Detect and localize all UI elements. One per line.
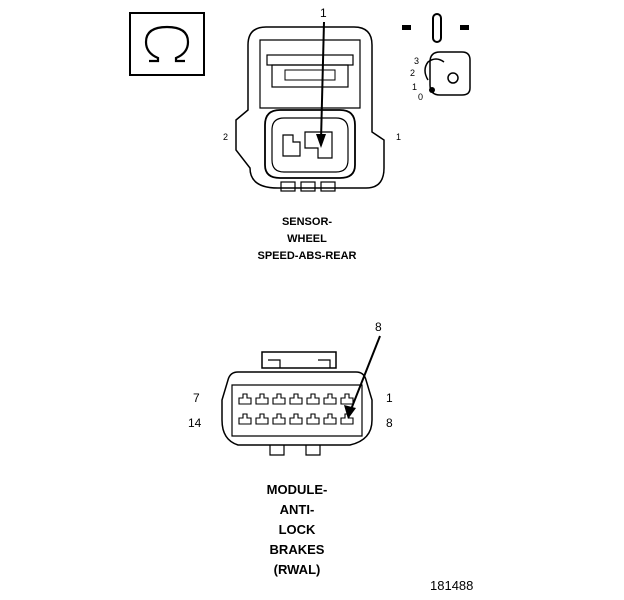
module-caption-line-2: ANTI- bbox=[279, 502, 315, 517]
ohm-icon bbox=[129, 12, 205, 76]
key-position-2: 2 bbox=[410, 68, 416, 78]
module-caption-line-3: LOCK bbox=[278, 522, 316, 537]
sensor-connector bbox=[235, 26, 385, 192]
key-position-0: 0 bbox=[418, 92, 424, 102]
module-pin-14-number: 14 bbox=[188, 416, 202, 430]
sensor-callout-leader bbox=[316, 21, 326, 148]
ignition-key-icon bbox=[402, 13, 471, 96]
module-callout-number: 8 bbox=[375, 320, 382, 334]
sensor-callout-number: 1 bbox=[320, 6, 327, 20]
module-caption-line-1: MODULE- bbox=[266, 482, 328, 497]
sensor-pin-left-number: 2 bbox=[223, 132, 229, 142]
module-pin-1-number: 1 bbox=[386, 391, 393, 405]
module-pin-8-number: 8 bbox=[386, 416, 393, 430]
module-caption-line-4: BRAKES bbox=[269, 542, 325, 557]
key-position-1: 1 bbox=[412, 82, 418, 92]
sensor-caption-line-3: SPEED-ABS-REAR bbox=[257, 250, 357, 262]
figure-number: 181488 bbox=[430, 578, 474, 593]
sensor-caption-line-1: SENSOR- bbox=[281, 216, 333, 228]
module-callout-leader bbox=[344, 335, 381, 419]
module-connector bbox=[221, 351, 373, 456]
key-position-3: 3 bbox=[414, 56, 420, 66]
module-pin-7-number: 7 bbox=[193, 391, 200, 405]
sensor-pin-right-number: 1 bbox=[396, 132, 402, 142]
sensor-caption-line-2: WHEEL bbox=[287, 233, 327, 245]
module-caption-line-5: (RWAL) bbox=[273, 562, 321, 577]
